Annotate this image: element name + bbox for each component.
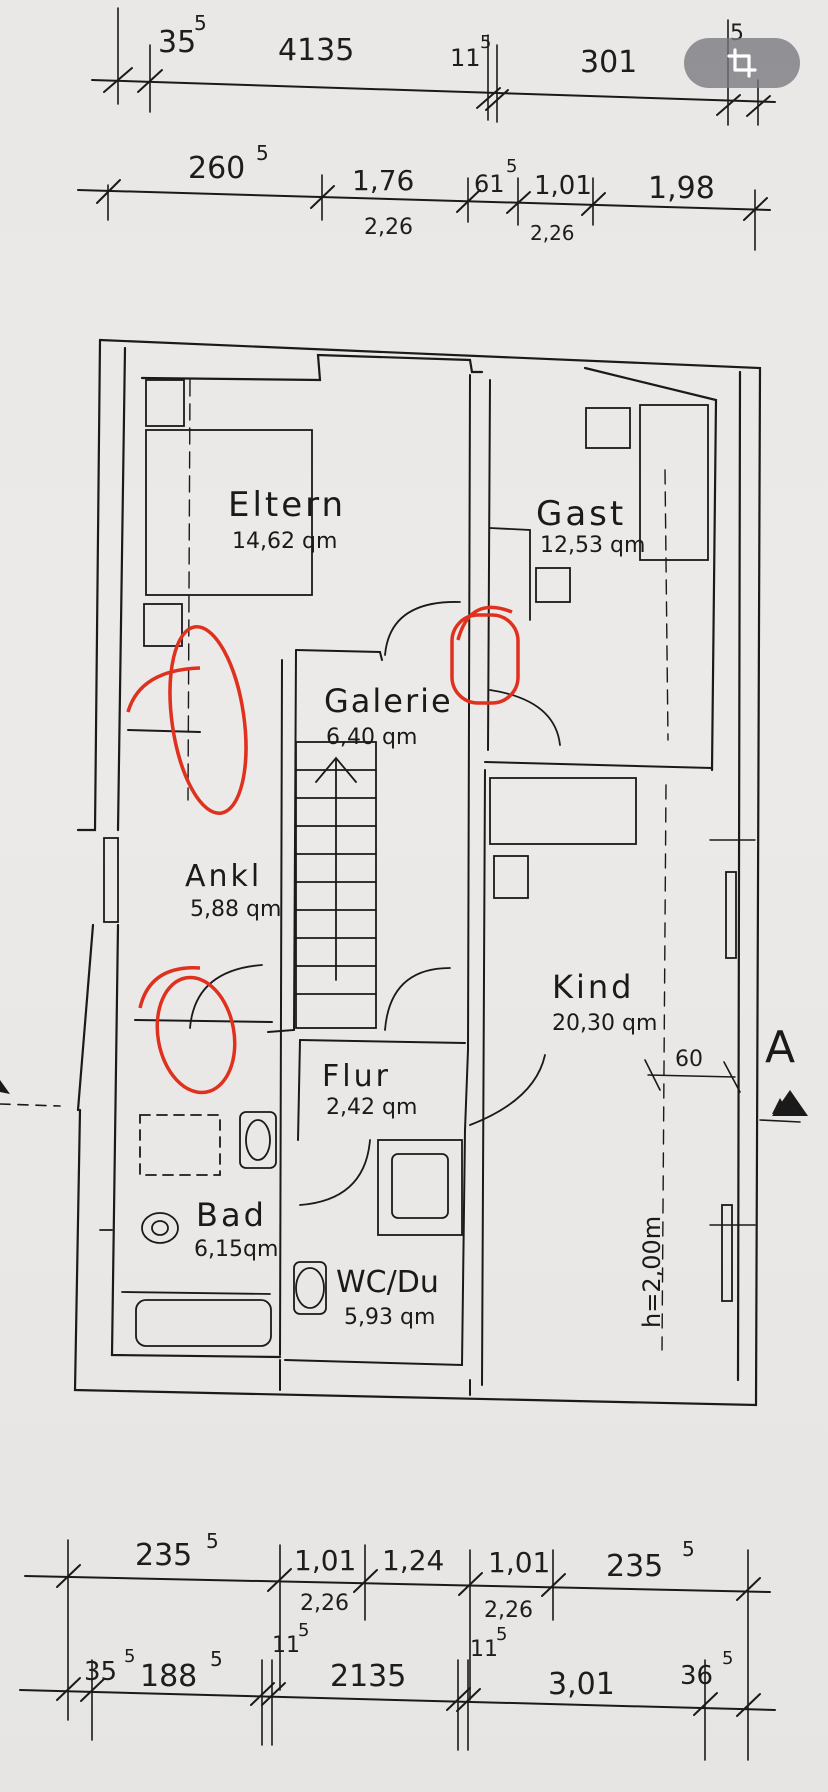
dim-bot2-b-sup: 5 — [210, 1647, 223, 1671]
dim-bot1-d: 1,24 — [382, 1544, 444, 1577]
dim-bot2-e-sup: 5 — [496, 1624, 507, 1645]
dim-bot1-a-sup: 5 — [206, 1529, 219, 1553]
dim-top1-d: 301 — [580, 45, 637, 80]
markup-circle-upper-left — [168, 625, 248, 815]
door-swings — [189, 601, 561, 1206]
dim-top1-a: 35 — [158, 25, 196, 60]
dim-top2-a-sup: 5 — [256, 141, 269, 165]
room-kind-area: 20,30 qm — [552, 1011, 657, 1036]
bad-fixtures — [121, 1111, 277, 1347]
room-galerie-area: 6,40 qm — [326, 725, 417, 750]
dim-top2-d: 61 — [474, 170, 505, 198]
dim-bot2-f: 3,01 — [548, 1667, 615, 1702]
dim-bot2-g-sup: 5 — [722, 1648, 733, 1669]
dim-bot2-g: 36 — [680, 1661, 713, 1691]
crop-icon — [727, 48, 757, 78]
kind-furniture — [489, 777, 756, 1351]
dim-top2-c: 2,26 — [364, 215, 413, 240]
dim-bot1-a: 235 — [135, 1538, 192, 1573]
top-dimension-line-2 — [77, 174, 771, 251]
wc-fixtures — [293, 1139, 463, 1315]
dim-top2-g: 1,98 — [648, 171, 715, 206]
dim-bot1-g: 235 — [606, 1549, 663, 1584]
room-wcdu-name: WC/Du — [336, 1265, 439, 1300]
dim-bot2-e: 11 — [470, 1637, 498, 1662]
dim-bot1-b: 1,01 — [294, 1544, 356, 1577]
room-bad-area: 6,15qm — [194, 1237, 278, 1262]
dim-bot1-f: 2,26 — [484, 1598, 533, 1623]
outer-walls — [73, 338, 762, 1407]
section-line — [0, 1103, 801, 1123]
dim-kind-60: 60 — [675, 1047, 703, 1072]
dim-bot2-b: 188 — [140, 1659, 197, 1694]
height-note: h=2,00m — [638, 1216, 666, 1328]
room-ankl-area: 5,88 qm — [190, 897, 281, 922]
room-gast-name: Gast — [536, 494, 626, 534]
dim-bot1-e: 1,01 — [488, 1546, 550, 1579]
room-wcdu-area: 5,93 qm — [344, 1305, 435, 1330]
room-eltern-name: Eltern — [228, 485, 346, 525]
markup-circle-lower-left — [155, 975, 237, 1095]
dim-top2-a: 260 — [188, 151, 245, 186]
dim-bot2-c-sup: 5 — [298, 1620, 309, 1641]
stairs — [295, 741, 377, 1029]
section-marker-label: A — [765, 1022, 795, 1073]
top-dimension-line-1 — [91, 7, 776, 126]
dim-bot1-g-sup: 5 — [682, 1537, 695, 1561]
room-ankl-name: Ankl — [185, 859, 262, 894]
room-kind-name: Kind — [552, 968, 634, 1006]
eltern-bed — [143, 379, 313, 801]
dim-bot1-c: 2,26 — [300, 1591, 349, 1616]
dim-bot2-c: 11 — [272, 1633, 300, 1658]
dim-top2-f: 2,26 — [530, 221, 575, 245]
dim-bot2-a: 35 — [84, 1657, 117, 1687]
red-markup-circles — [126, 605, 520, 1095]
side-windows — [99, 837, 119, 1231]
dim-top1-b: 4135 — [278, 33, 354, 68]
section-marker-triangle-right-big — [772, 1090, 808, 1116]
dim-top2-e: 1,01 — [534, 171, 592, 201]
crop-button[interactable] — [684, 38, 800, 88]
dim-top1-c-sup: 5 — [480, 32, 491, 53]
room-flur-name: Flur — [322, 1059, 391, 1094]
dim-top1-c: 11 — [450, 44, 481, 72]
room-galerie-name: Galerie — [324, 682, 453, 720]
room-flur-area: 2,42 qm — [326, 1095, 417, 1120]
room-bad-name: Bad — [196, 1196, 267, 1234]
dim-top2-d-sup: 5 — [506, 156, 517, 177]
room-eltern-area: 14,62 qm — [232, 529, 337, 554]
bottom-dimension-line-1 — [24, 1539, 771, 1761]
room-gast-area: 12,53 qm — [540, 533, 645, 558]
section-marker-triangle-left — [0, 1080, 10, 1094]
gast-furniture — [489, 404, 709, 741]
markup-box-door — [450, 613, 520, 705]
dim-bot2-d: 2135 — [330, 1659, 406, 1694]
bottom-dimension-line-2 — [19, 1659, 776, 1761]
dim-top1-a-sup: 5 — [194, 11, 207, 35]
dim-bot2-a-sup: 5 — [124, 1646, 135, 1667]
dim-top2-b: 1,76 — [352, 164, 414, 197]
